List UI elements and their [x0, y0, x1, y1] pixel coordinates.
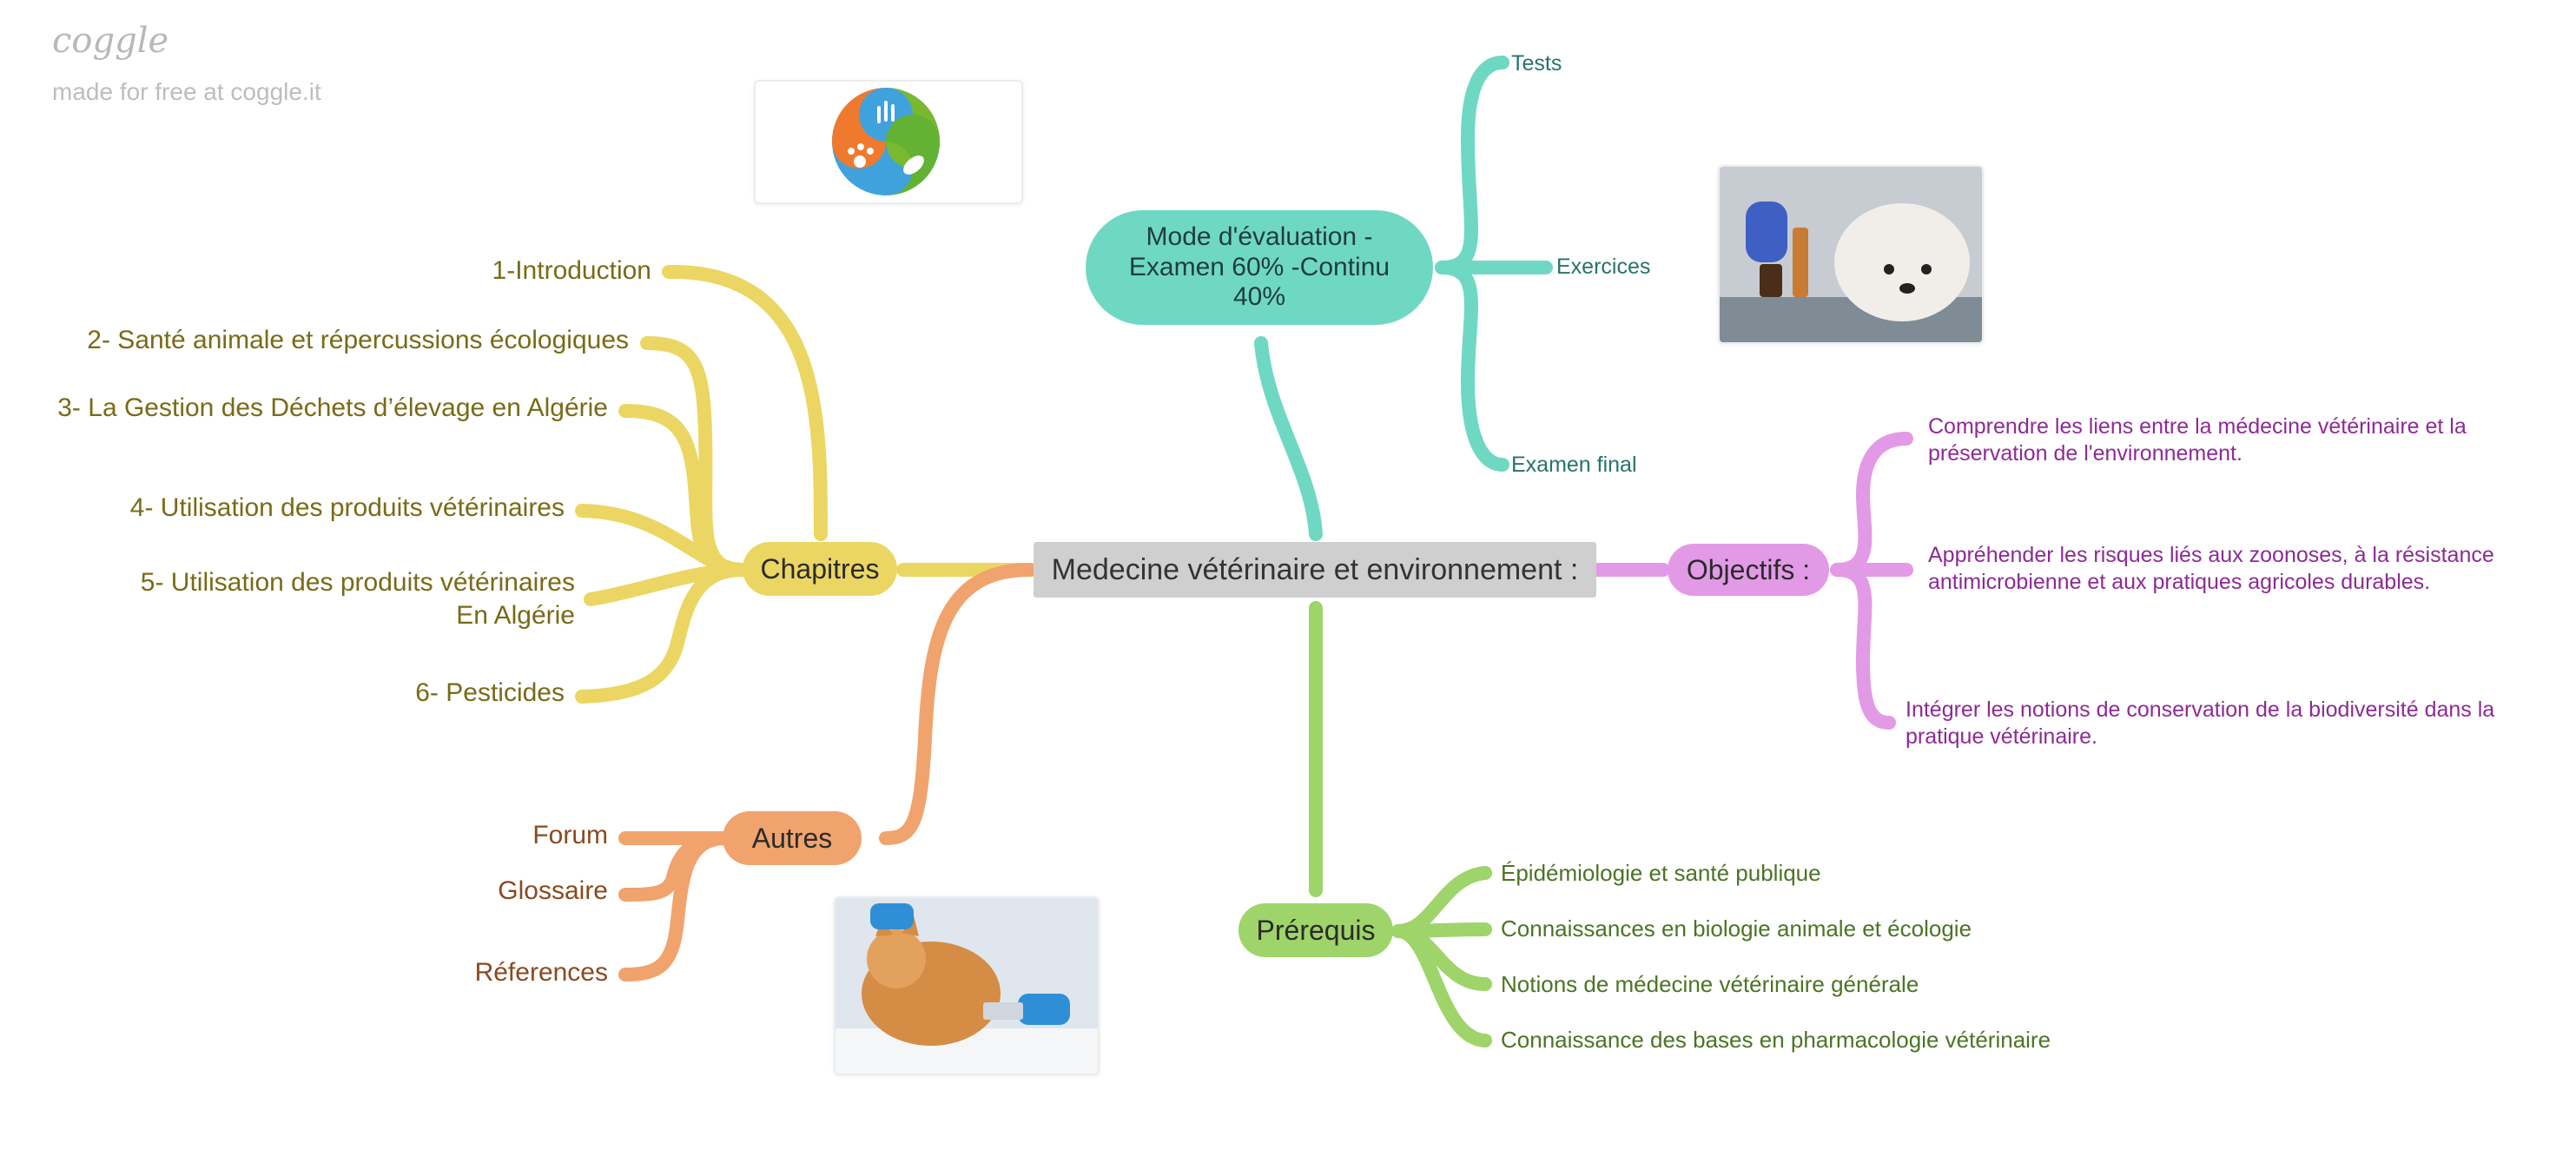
chapitre-item-4[interactable]: 4- Utilisation des produits vétérinaires [129, 493, 565, 522]
chapitres-links [575, 264, 1045, 704]
autres-label: Autres [751, 822, 833, 854]
vet-dog-photo-card [1718, 165, 1984, 344]
prerequis-label: Prérequis [1256, 914, 1376, 946]
one-health-logo-icon [832, 88, 940, 195]
vet-dog-photo-icon [1720, 167, 1982, 342]
prerequis-item-3[interactable]: Notions de médecine vétérinaire générale [1501, 971, 1919, 997]
vet-cat-photo-card [834, 896, 1100, 1075]
eval-item-tests[interactable]: Tests [1511, 51, 1562, 76]
one-health-logo-card [754, 80, 1023, 204]
eval-item-examen-final[interactable]: Examen final [1511, 453, 1637, 477]
autres-node[interactable]: Autres [723, 811, 862, 865]
objectif-item-3[interactable]: Intégrer les notions de conservation de … [1906, 697, 2513, 750]
chapitre-item-1[interactable]: 1-Introduction [492, 256, 651, 285]
coggle-logo-text: coggle [52, 21, 169, 61]
prerequis-node[interactable]: Prérequis [1238, 903, 1393, 957]
autres-item-forum[interactable]: Forum [532, 821, 608, 849]
autres-item-references[interactable]: Réferences [474, 958, 608, 987]
chapitre-item-2[interactable]: 2- Santé animale et répercussions écolog… [87, 326, 629, 354]
prerequis-item-4[interactable]: Connaissance des bases en pharmacologie … [1501, 1027, 2051, 1053]
chapitre-item-5[interactable]: 5- Utilisation des produits vétérinaires… [123, 566, 575, 631]
autres-item-glossaire[interactable]: Glossaire [498, 876, 608, 905]
objectif-item-1[interactable]: Comprendre les liens entre la médecine v… [1928, 413, 2527, 466]
autres-links [618, 563, 1036, 981]
eval-item-exercices[interactable]: Exercices [1556, 254, 1651, 279]
eval-links [1254, 56, 1553, 541]
prerequis-links [1309, 601, 1492, 1048]
prerequis-item-2[interactable]: Connaissances en biologie animale et éco… [1501, 915, 1972, 942]
chapitres-node[interactable]: Chapitres [743, 542, 897, 596]
objectif-item-1-text: Comprendre les liens entre la médecine v… [1928, 414, 2467, 466]
evaluation-node[interactable]: Mode d'évaluation - Examen 60% -Continu … [1086, 210, 1433, 325]
objectifs-label: Objectifs : [1686, 553, 1811, 585]
chapitre-item-5-text: 5- Utilisation des produits vétérinaires… [140, 568, 575, 630]
objectifs-node[interactable]: Objectifs : [1668, 544, 1829, 596]
central-topic-node[interactable]: Medecine vétérinaire et environnement : [1034, 542, 1596, 598]
objectifs-links [1591, 432, 1913, 730]
central-topic-label: Medecine vétérinaire et environnement : [1051, 552, 1579, 586]
objectif-item-3-text: Intégrer les notions de conservation de … [1906, 697, 2495, 749]
chapitre-item-6[interactable]: 6- Pesticides [415, 678, 565, 707]
evaluation-label: Mode d'évaluation - Examen 60% -Continu … [1128, 222, 1390, 312]
made-with-coggle-link[interactable]: made for free at coggle.it [52, 78, 321, 105]
chapitres-label: Chapitres [760, 552, 880, 585]
prerequis-item-1[interactable]: Épidémiologie et santé publique [1501, 860, 1821, 886]
chapitre-item-3[interactable]: 3- La Gestion des Déchets d’élevage en A… [57, 393, 608, 422]
vet-cat-photo-icon [836, 898, 1098, 1074]
objectif-item-2[interactable]: Appréhender les risques liés aux zoonose… [1928, 542, 2536, 595]
objectif-item-2-text: Appréhender les risques liés aux zoonose… [1928, 543, 2494, 594]
